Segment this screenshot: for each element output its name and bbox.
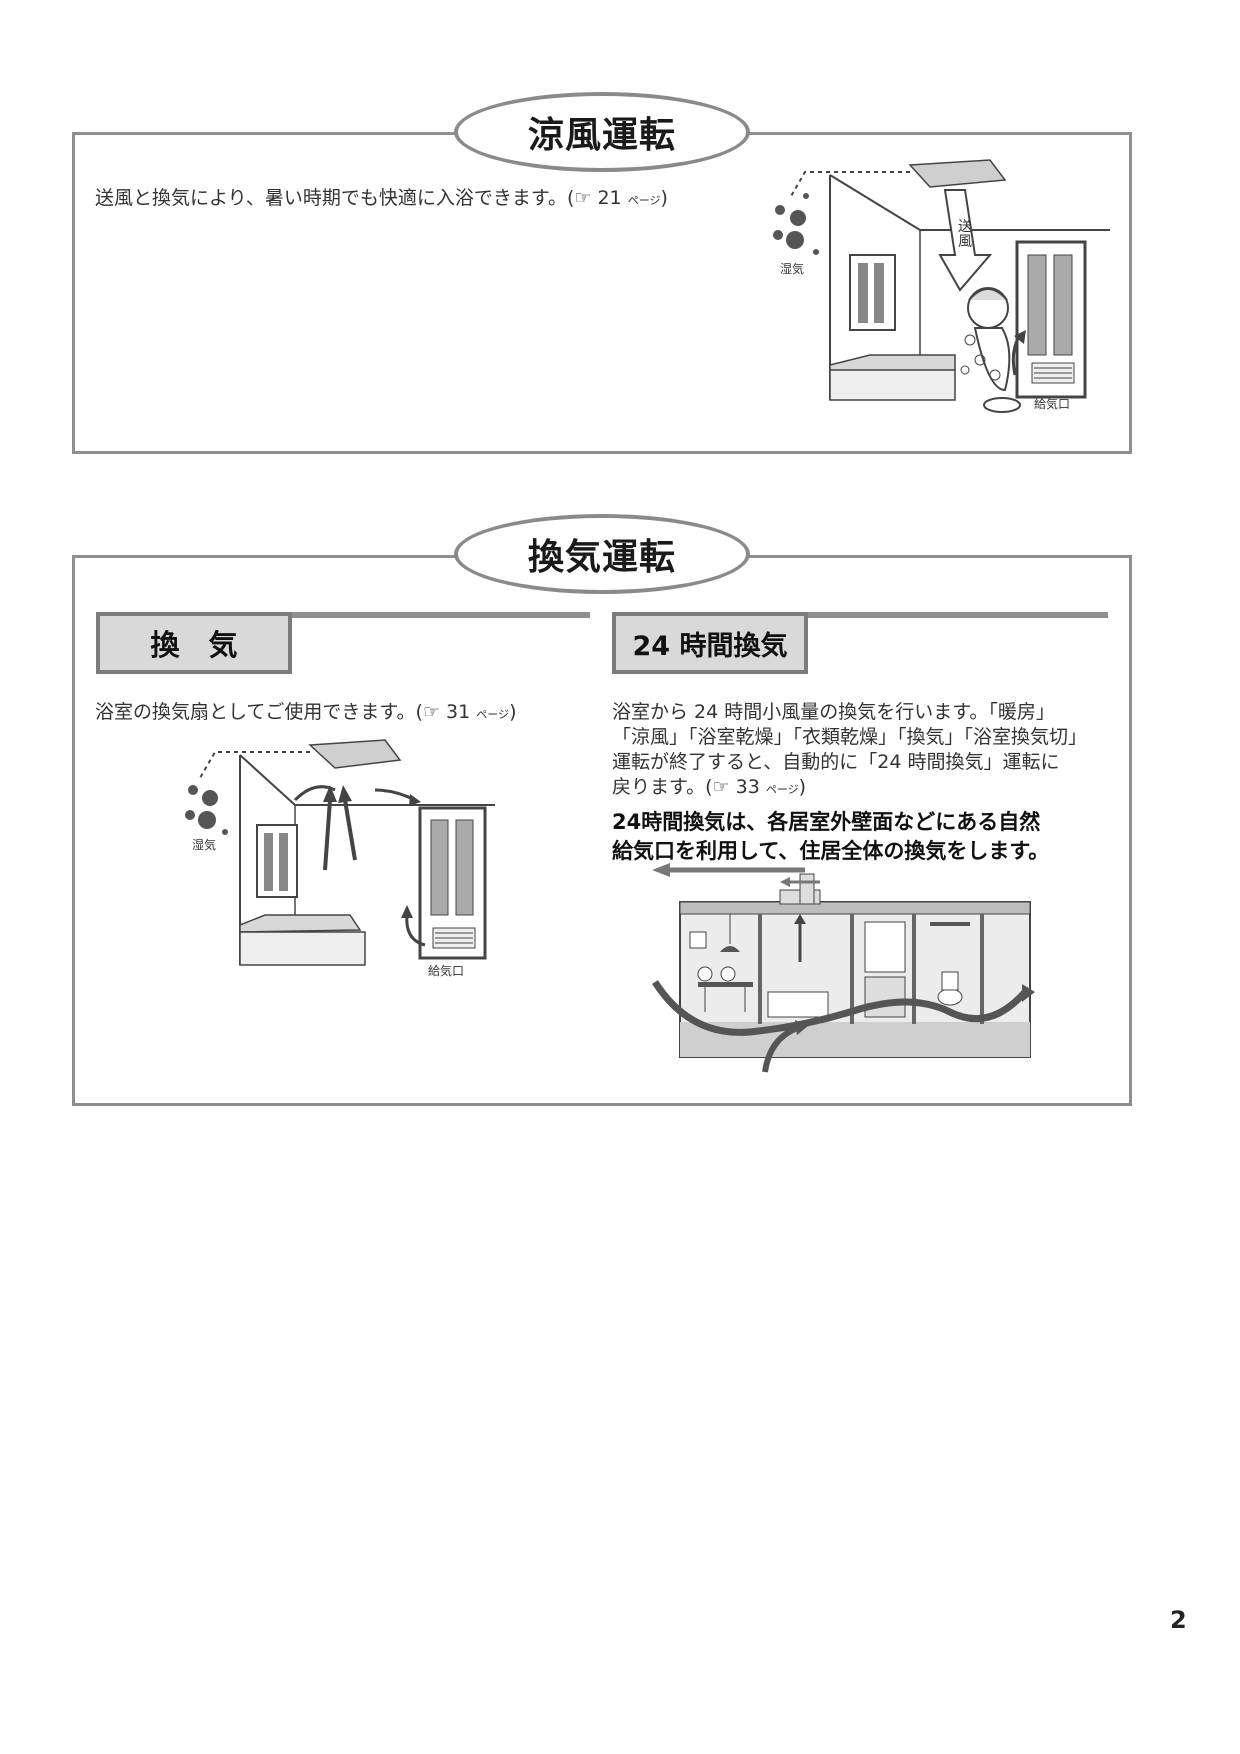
pointing-hand-icon: ☞ bbox=[574, 187, 592, 209]
house-ventilation-illustration bbox=[652, 863, 1035, 1073]
ventilation-illustration bbox=[185, 739, 495, 966]
ventilation-title: 換気運転 bbox=[454, 514, 750, 594]
inlet-label: 給気口 bbox=[1034, 397, 1071, 411]
inlet-label-2: 給気口 bbox=[428, 964, 465, 978]
24h-description-line-4: 戻ります。(☞ 33 ページ) bbox=[612, 776, 807, 798]
humidity-label: 湿気 bbox=[780, 262, 805, 276]
24h-description-line-1: 浴室から 24 時間小風量の換気を行います。「暖房」 bbox=[612, 701, 1055, 723]
reference-page: 21 bbox=[597, 187, 622, 209]
pointing-hand-icon: ☞ bbox=[712, 776, 730, 798]
cool-breeze-description: 送風と換気により、暑い時期でも快適に入浴できます。(☞ 21 ページ) bbox=[95, 187, 668, 209]
page-number: 2 bbox=[1170, 1606, 1187, 1634]
24h-emphasis-line-1: 24時間換気は、各居室外壁面などにある自然 bbox=[612, 810, 1041, 834]
pointing-hand-icon: ☞ bbox=[422, 701, 440, 723]
reference-unit: ページ bbox=[476, 708, 510, 721]
reference-page: 33 bbox=[735, 776, 760, 798]
24h-description-line-3: 運転が終了すると、自動的に「24 時間換気」運転に bbox=[612, 751, 1060, 773]
ventilation-subheader: 換 気 bbox=[96, 612, 292, 674]
cool-breeze-illustration bbox=[773, 159, 1110, 413]
humidity-label-2: 湿気 bbox=[192, 838, 217, 852]
reference-page: 31 bbox=[446, 701, 471, 723]
24h-description-line-2: 「涼風」「浴室乾燥」「衣類乾燥」「換気」「浴室換気切」 bbox=[612, 726, 1088, 748]
reference-unit: ページ bbox=[765, 783, 799, 796]
cool-breeze-title: 涼風運転 bbox=[454, 92, 750, 172]
ventilation-description: 浴室の換気扇としてご使用できます。(☞ 31 ページ) bbox=[95, 701, 517, 723]
reference-unit: ページ bbox=[627, 194, 661, 207]
ventilation-subheader-bar bbox=[96, 612, 590, 618]
24h-emphasis-line-2: 給気口を利用して、住居全体の換気をします。 bbox=[612, 839, 1050, 863]
breeze-label: 送風 bbox=[958, 219, 972, 250]
24h-subheader-bar bbox=[612, 612, 1108, 618]
24h-ventilation-subheader: 24 時間換気 bbox=[612, 612, 808, 674]
